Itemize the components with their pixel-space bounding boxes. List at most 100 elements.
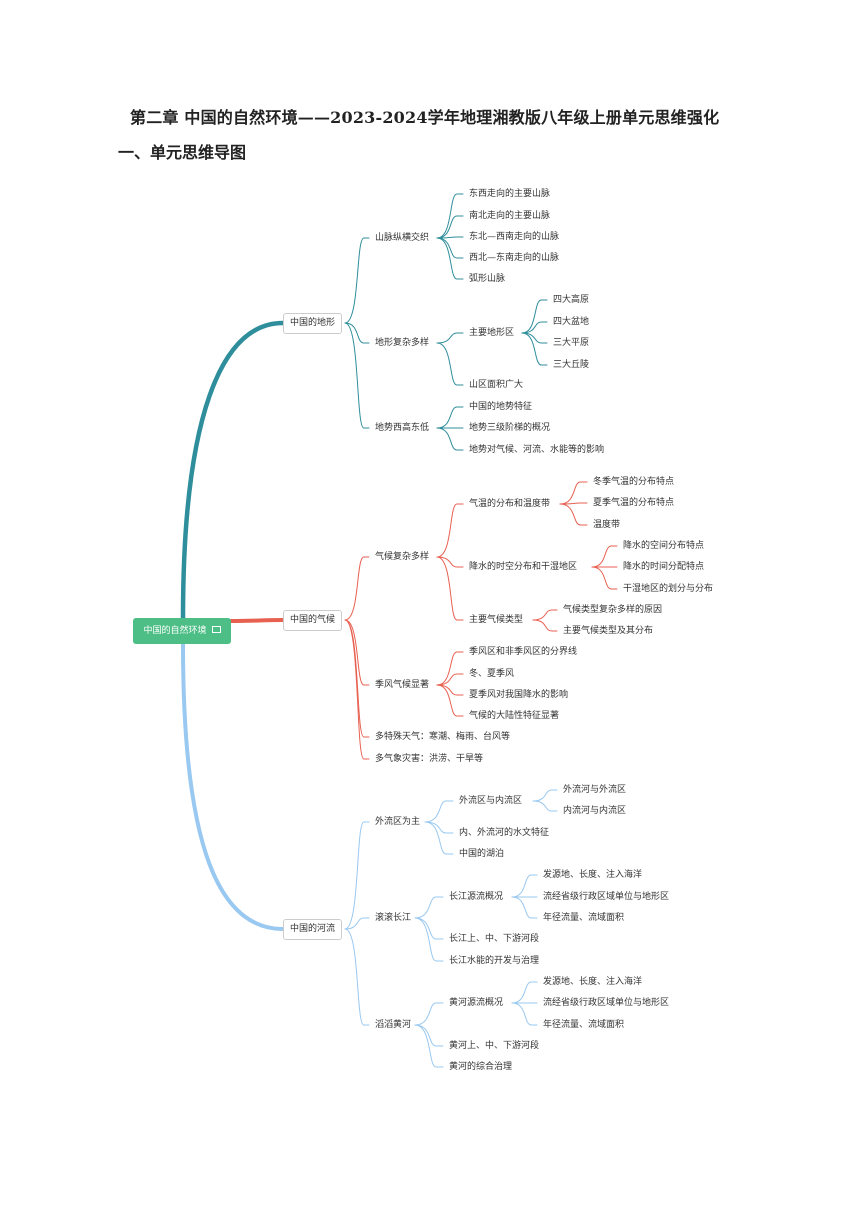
node-yellow-source[interactable]: 黄河源流概况 — [449, 998, 504, 1008]
node-region-item[interactable]: 四大高原 — [553, 295, 590, 305]
connector — [436, 215, 464, 239]
node-disasters[interactable]: 多气象灾害：洪涝、干旱等 — [375, 754, 484, 764]
node-mountain-item[interactable]: 东北—西南走向的山脉 — [469, 232, 560, 242]
node-precip-item[interactable]: 降水的时间分配特点 — [623, 562, 705, 572]
connector — [532, 800, 558, 812]
connector — [436, 556, 464, 568]
branch-climate[interactable]: 中国的气候 — [283, 610, 343, 631]
node-region-item[interactable]: 四大盆地 — [553, 317, 590, 327]
node-monsoon[interactable]: 季风气候显著 — [375, 680, 430, 690]
node-exterior-item[interactable]: 中国的湖泊 — [459, 849, 505, 859]
mail-icon — [211, 626, 221, 633]
connector — [511, 896, 538, 919]
connector — [181, 642, 285, 931]
node-slope-item[interactable]: 地势三级阶梯的概况 — [469, 423, 551, 433]
node-monsoon-item[interactable]: 季风区和非季风区的分界线 — [469, 647, 578, 657]
connector — [436, 342, 464, 386]
node-slope-item[interactable]: 中国的地势特征 — [469, 402, 533, 412]
connector — [344, 556, 370, 621]
node-yangtze[interactable]: 滚滚长江 — [375, 913, 412, 923]
node-yangtze-source-item[interactable]: 发源地、长度、注入海洋 — [543, 870, 643, 880]
node-terrain-diverse[interactable]: 地形复杂多样 — [375, 338, 430, 348]
connector — [511, 874, 538, 898]
node-exterior-item[interactable]: 内、外流河的水文特征 — [459, 828, 550, 838]
connector — [424, 800, 454, 823]
connector — [559, 481, 588, 505]
node-special-weather[interactable]: 多特殊天气：寒潮、梅雨、台风等 — [375, 732, 511, 742]
node-precip[interactable]: 降水的时空分布和干湿地区 — [469, 562, 578, 572]
node-yangtze-source-item[interactable]: 流经省级行政区域单位与地形区 — [543, 892, 670, 902]
connector — [180, 320, 286, 621]
node-precip-item[interactable]: 干湿地区的划分与分布 — [623, 584, 714, 594]
connector — [559, 503, 588, 526]
connector — [344, 619, 370, 738]
connector — [511, 1002, 538, 1026]
node-temp-item[interactable]: 温度带 — [593, 520, 621, 530]
node-mountain-area[interactable]: 山区面积广大 — [469, 380, 524, 390]
connector — [424, 821, 454, 834]
connector — [436, 237, 464, 259]
node-temp[interactable]: 气温的分布和温度带 — [469, 499, 551, 509]
node-yangtze-item[interactable]: 长江上、中、下游河段 — [449, 934, 540, 944]
connector — [229, 618, 285, 623]
node-slope-item[interactable]: 地势对气候、河流、水能等的影响 — [469, 445, 605, 455]
branch-terrain-label: 中国的地形 — [290, 318, 336, 328]
node-yellow-source-item[interactable]: 发源地、长度、注入海洋 — [543, 977, 643, 987]
connector — [414, 917, 444, 962]
connector — [424, 821, 454, 855]
connector — [414, 1024, 444, 1047]
connector — [521, 332, 548, 366]
connector — [414, 1002, 444, 1026]
node-monsoon-item[interactable]: 冬、夏季风 — [469, 669, 515, 679]
node-mountain-item[interactable]: 东西走向的主要山脉 — [469, 189, 551, 199]
node-type-item[interactable]: 主要气候类型及其分布 — [563, 626, 654, 636]
connector — [344, 619, 370, 686]
node-yangtze-source-item[interactable]: 年径流量、流域面积 — [543, 913, 625, 923]
node-temp-item[interactable]: 夏季气温的分布特点 — [593, 498, 675, 508]
connector — [436, 684, 464, 717]
node-temp-item[interactable]: 冬季气温的分布特点 — [593, 477, 675, 487]
connector — [532, 609, 558, 621]
branch-terrain[interactable]: 中国的地形 — [283, 313, 343, 334]
node-precip-item[interactable]: 降水的空间分布特点 — [623, 541, 705, 551]
node-exterior[interactable]: 外流区为主 — [375, 817, 421, 827]
node-mountains[interactable]: 山脉纵横交织 — [375, 233, 430, 243]
mindmap-root[interactable]: 中国的自然环境 — [133, 618, 231, 644]
connector — [436, 193, 464, 239]
connector — [344, 821, 370, 930]
node-area-item[interactable]: 外流河与外流区 — [563, 785, 627, 795]
node-yellow[interactable]: 滔滔黄河 — [375, 1020, 412, 1030]
node-yangtze-source[interactable]: 长江源流概况 — [449, 892, 504, 902]
node-yellow-item[interactable]: 黄河上、中、下游河段 — [449, 1041, 540, 1051]
node-mountain-item[interactable]: 弧形山脉 — [469, 274, 506, 284]
connector — [521, 332, 548, 344]
connector — [436, 673, 464, 686]
node-mountain-item[interactable]: 西北—东南走向的山脉 — [469, 253, 560, 263]
connector — [436, 332, 464, 344]
node-climate-complex[interactable]: 气候复杂多样 — [375, 552, 430, 562]
node-region-item[interactable]: 三大丘陵 — [553, 360, 590, 370]
document-title: 第二章 中国的自然环境——2023-2024学年地理湘教版八年级上册单元思维强化 — [130, 108, 720, 127]
node-areas[interactable]: 外流区与内流区 — [459, 796, 523, 806]
node-monsoon-item[interactable]: 夏季风对我国降水的影响 — [469, 690, 569, 700]
node-yellow-source-item[interactable]: 流经省级行政区域单位与地形区 — [543, 998, 670, 1008]
connector — [414, 1024, 444, 1068]
connector — [344, 237, 370, 324]
node-mountain-item[interactable]: 南北走向的主要山脉 — [469, 211, 551, 221]
node-type-item[interactable]: 气候类型复杂多样的原因 — [563, 605, 663, 615]
node-monsoon-item[interactable]: 气候的大陆性特征显著 — [469, 711, 560, 721]
node-area-item[interactable]: 内流河与内流区 — [563, 806, 627, 816]
node-regions[interactable]: 主要地形区 — [469, 328, 515, 338]
branch-rivers[interactable]: 中国的河流 — [283, 919, 343, 940]
connector — [436, 684, 464, 696]
node-yellow-item[interactable]: 黄河的综合治理 — [449, 1062, 513, 1072]
connector — [436, 237, 464, 280]
node-climate-types[interactable]: 主要气候类型 — [469, 615, 524, 625]
node-yellow-source-item[interactable]: 年径流量、流域面积 — [543, 1020, 625, 1030]
node-terrain-slope[interactable]: 地势西高东低 — [375, 423, 430, 433]
section-heading: 一、单元思维导图 — [118, 143, 247, 162]
node-yangtze-item[interactable]: 长江水能的开发与治理 — [449, 956, 540, 966]
connector — [559, 502, 588, 505]
node-region-item[interactable]: 三大平原 — [553, 338, 590, 348]
